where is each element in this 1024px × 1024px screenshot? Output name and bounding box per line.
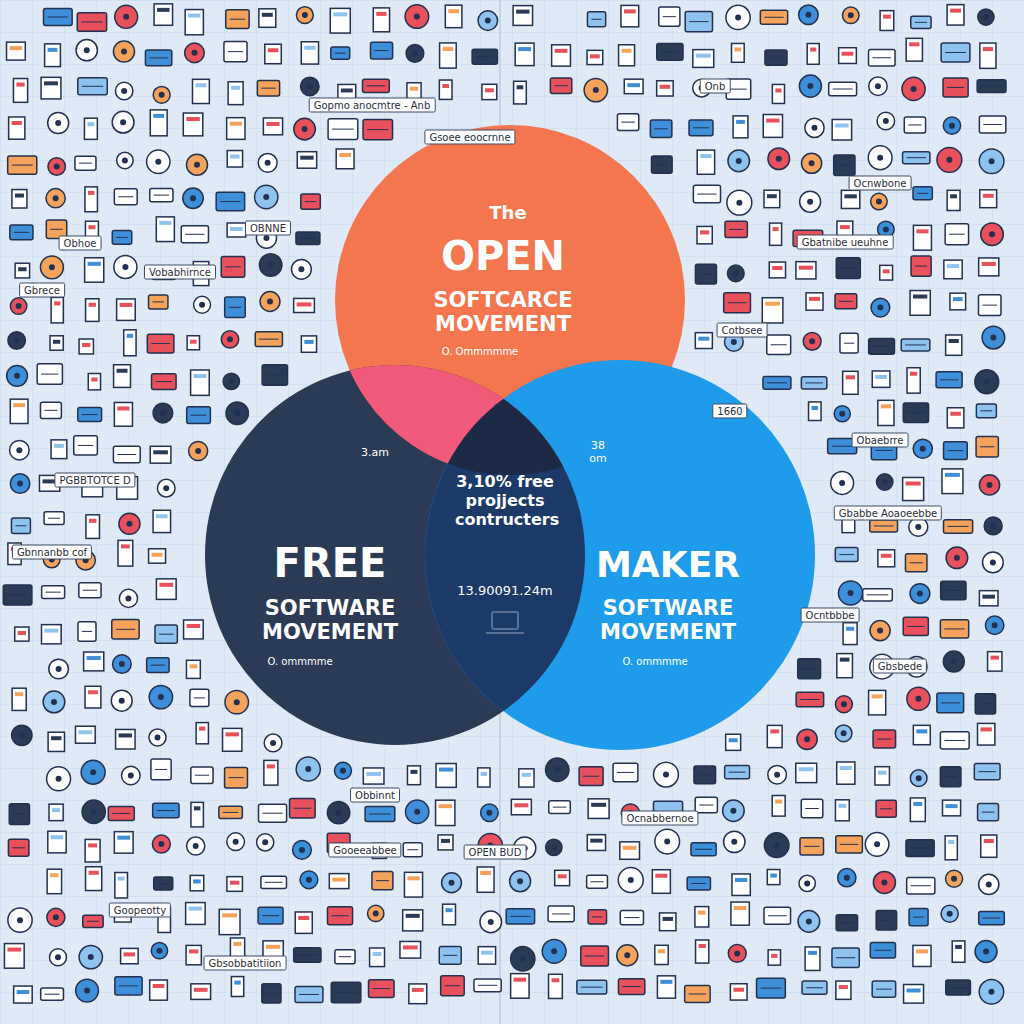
- icon-caption: Obhoe: [59, 236, 102, 251]
- icon-caption: Goopeotty: [109, 903, 171, 918]
- overlap-value: 13.90091.24m: [453, 582, 556, 599]
- circle-text: SOFTWARE MOVEMENT: [228, 596, 433, 644]
- icon-caption: Cotbsee: [717, 323, 768, 338]
- icon-caption: Gbrece: [19, 283, 65, 298]
- icon-caption: Onb: [700, 79, 731, 94]
- icon-caption: Gbsbede: [873, 659, 927, 674]
- icon-caption: Ocntbbbe: [801, 608, 860, 623]
- circle-heading: MAKER: [596, 544, 740, 585]
- circle-text: SOFTWARE MOVEMENT: [566, 596, 771, 644]
- circle-text: O. ommmme: [267, 656, 332, 668]
- icon-caption: Ocnabbernoe: [621, 811, 698, 826]
- icon-caption: Vobabhirnce: [144, 265, 216, 280]
- icon-caption: Gbabbe Aoaoeebbe: [834, 506, 942, 521]
- icon-caption: Gsoee eoocrnne: [424, 130, 515, 145]
- icon-caption: OPEN BUD: [464, 845, 527, 860]
- circle-heading: FREE: [274, 540, 387, 586]
- overlap-value: 38 om: [585, 438, 610, 466]
- laptop-icon: [486, 612, 524, 633]
- overlap-value: 3,10% free projjects contructers: [451, 471, 559, 530]
- icon-caption: PGBBTOTCE D: [54, 473, 135, 488]
- icon-caption: Obaebrre: [852, 433, 909, 448]
- icon-caption: Gbatnibe ueuhne: [797, 235, 894, 250]
- icon-caption: OBNNE: [245, 221, 291, 236]
- icon-caption: Ocnwbone: [849, 176, 912, 191]
- circle-heading: OPEN: [441, 233, 565, 279]
- icon-caption: 1660: [712, 404, 747, 419]
- icon-caption: Gopmo anocmtre - Anb: [309, 98, 436, 113]
- overlap-value: 3.am: [357, 445, 393, 460]
- circle-text: SOFTCARCE MOVEMENT: [388, 288, 618, 336]
- icon-caption: Gbsobbatitiion: [204, 956, 287, 971]
- icon-cloud: [3, 4, 1006, 1004]
- icon-caption: Gbnnanbb cof: [12, 545, 92, 560]
- icon-caption: Obbinnt: [350, 788, 400, 803]
- circle-text: O. Ommmmme: [442, 346, 519, 358]
- circle-text: The: [489, 203, 526, 224]
- icon-caption: Gooeeabbee: [328, 843, 401, 858]
- circle-text: O. ommmme: [622, 656, 687, 668]
